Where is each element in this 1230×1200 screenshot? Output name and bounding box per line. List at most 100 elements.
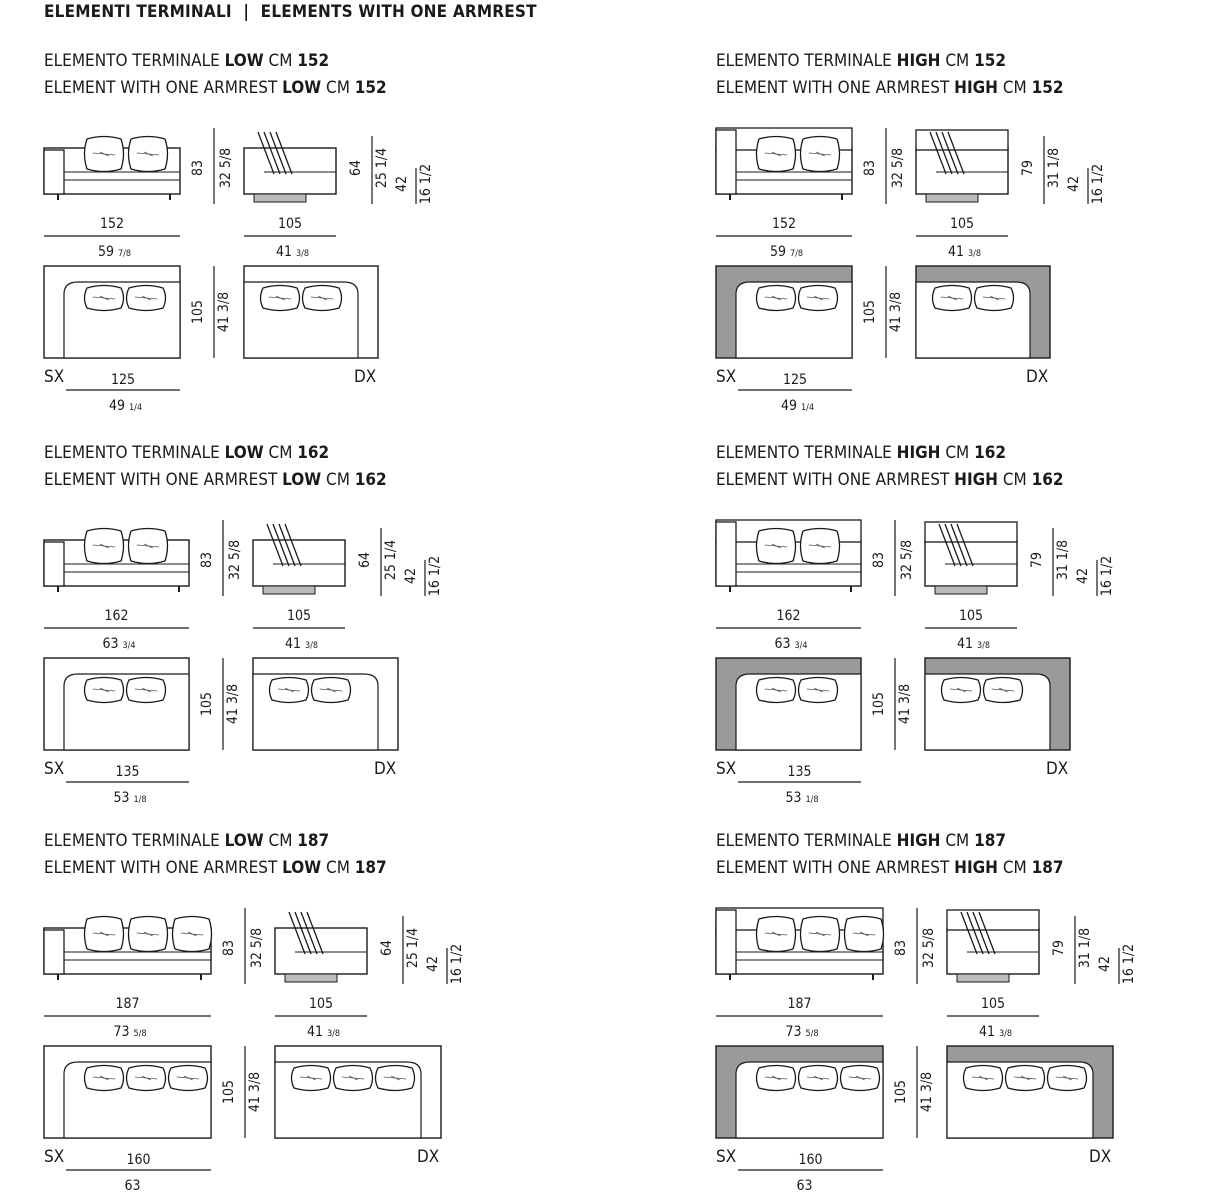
side-cushion-stripe [938,523,956,567]
title-italian: ELEMENTO TERMINALE HIGH CM 162 [716,440,1064,467]
title-version: LOW [224,51,264,71]
front-width-frac: 7/8 [790,249,803,259]
back-cushion [83,135,125,173]
plan-view-dx [252,657,399,751]
cushion-seam [764,543,788,549]
title-prefix: ELEMENTO TERMINALE [44,831,225,851]
back-cushion [83,527,125,565]
plan-cushion [839,1064,881,1092]
back-cushion [83,915,125,953]
cushion-seam [92,1075,116,1081]
seat-width-frac: 1/8 [134,795,147,805]
side-frame [946,927,1040,975]
cushion-seam [949,687,973,693]
side-cushion-stripe [950,523,968,567]
cushion-seam [92,687,116,693]
label-sx: SX [716,1147,736,1167]
side-height-cm: 64 [379,940,395,956]
title-size: 152 [1031,78,1064,98]
plan-view-sx [715,1045,884,1139]
side-depth-cm: 105 [287,608,311,624]
title-size: 187 [297,831,330,851]
cushion-seam [134,687,158,693]
side-base [284,973,338,983]
seat-width-cm: 160 [127,1152,151,1168]
front-width-inch: 73 5/8 [786,1024,819,1040]
side-frame [924,539,1018,587]
header-separator: | [243,2,250,22]
title-version: LOW [282,858,322,878]
plan-view-sx [715,265,853,359]
cushion-seam [764,1075,788,1081]
title-size: 162 [297,443,330,463]
front-width-cm: 152 [100,216,124,232]
front-armrest [715,129,737,195]
seat-width-cm: 160 [799,1152,823,1168]
label-dx: DX [354,367,376,387]
title-prefix: ELEMENTO TERMINALE [716,443,897,463]
side-depth-inch: 41 3/8 [307,1024,340,1040]
title-cm: CM [997,470,1032,490]
plan-depth-inch: 41 3/8 [888,292,904,332]
title-version: LOW [224,443,264,463]
back-cushion [171,915,213,953]
title-english: ELEMENT WITH ONE ARMREST HIGH CM 187 [716,855,1064,882]
seat-height-inch: 16 1/2 [418,164,434,204]
cushion-seam [806,687,830,693]
plan-depth-cm: 105 [893,1080,909,1104]
side-height-cm: 64 [348,160,364,176]
front-armrest [43,149,65,195]
seat-width-inch: 63 [797,1178,813,1194]
side-depth-frac: 3/8 [999,1029,1012,1039]
plan-cushion [1046,1064,1088,1092]
plan-cushion [290,1064,332,1092]
side-cushion-stripe [306,911,324,955]
cushion-seam [764,931,788,937]
label-dx: DX [1046,759,1068,779]
side-cushion-stripe [257,131,275,175]
side-view [946,909,1040,983]
title-italian: ELEMENTO TERMINALE LOW CM 187 [44,828,387,855]
cushion-seam [134,295,158,301]
height-cm: 83 [199,552,215,568]
back-cushion [127,915,169,953]
side-depth-frac: 3/8 [305,641,318,651]
plan-view-dx [915,265,1051,359]
side-depth-cm: 105 [278,216,302,232]
side-cushion-stripe [263,131,281,175]
title-cm: CM [321,470,355,490]
side-base [934,585,988,595]
plan-view-dx [924,657,1071,751]
plan-cushion [1004,1064,1046,1092]
title-english: ELEMENT WITH ONE ARMREST HIGH CM 162 [716,467,1064,494]
side-depth-frac: 3/8 [296,249,309,259]
side-cushion-stripe [972,911,990,955]
front-width-frac: 3/4 [795,641,808,651]
front-width-cm: 162 [105,608,129,624]
side-cushion-stripe [284,523,302,567]
title-version: HIGH [954,858,998,878]
cushion-seam [299,1075,323,1081]
title-prefix: ELEMENT WITH ONE ARMREST [44,78,283,98]
cushion-seam [808,931,832,937]
title-italian: ELEMENTO TERMINALE HIGH CM 152 [716,48,1064,75]
side-backrest [915,129,1009,151]
title-version: LOW [282,470,322,490]
cushion-seam [1055,1075,1079,1081]
seat-height-inch: 16 1/2 [1099,556,1115,596]
side-cushion-stripe [960,911,978,955]
plan-cushion [797,284,839,312]
label-dx: DX [374,759,396,779]
height-cm: 83 [862,160,878,176]
seat-width-frac: 1/8 [806,795,819,805]
back-cushion [755,527,797,565]
plan-depth-cm: 105 [190,300,206,324]
title-english: ELEMENT WITH ONE ARMREST HIGH CM 152 [716,75,1064,102]
cushion-seam [319,687,343,693]
back-cushion [799,915,841,953]
plan-cushion [374,1064,416,1092]
cushion-seam [764,295,788,301]
